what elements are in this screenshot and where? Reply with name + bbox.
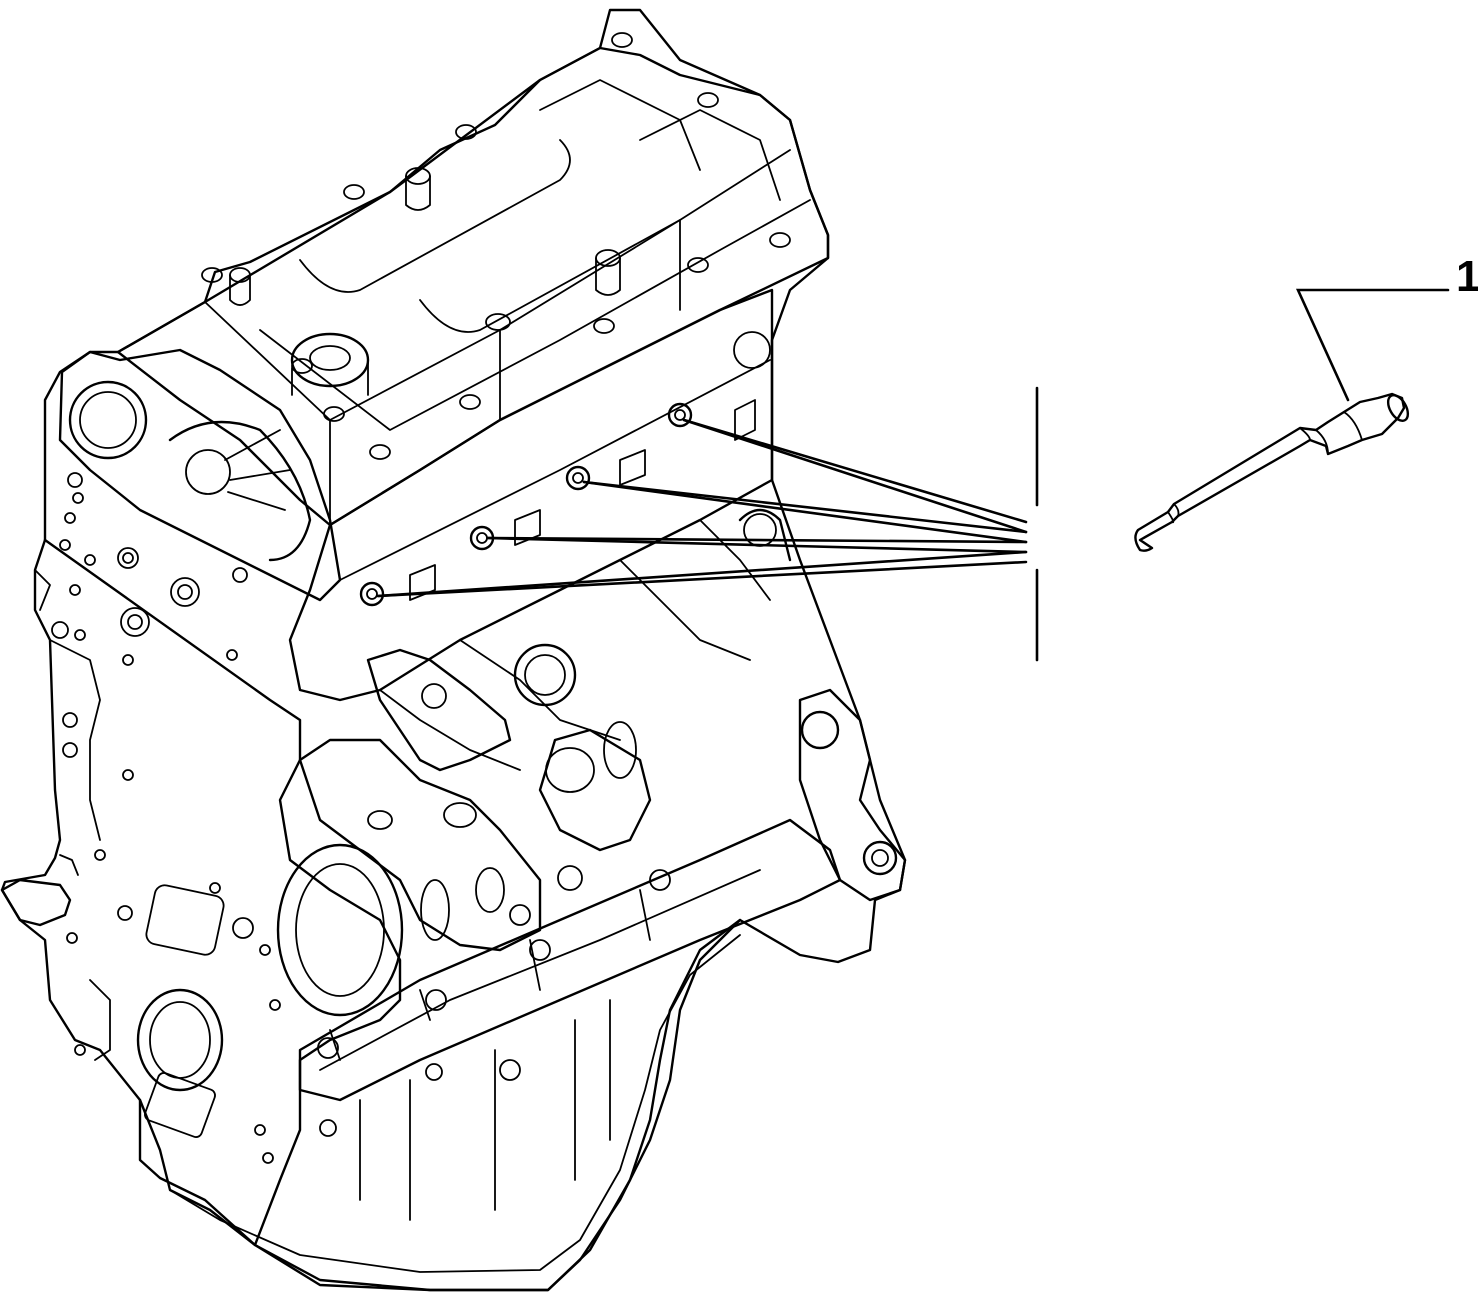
callout-label-1: 1 [1456,252,1478,301]
engine-block-illustration [0,8,907,1292]
block-front-face [43,538,402,1247]
engine-outline [0,8,907,1292]
rear-mount-ear [798,688,907,902]
oil-pan [138,918,742,1292]
callout-leader-lines [376,386,1039,662]
timing-cover [58,348,342,602]
camshaft-pulley-seal [68,380,148,460]
head-side-ports [409,399,756,601]
crankshaft-seal [136,988,224,1092]
front-face-holes [51,472,281,1164]
mount-bracket-left [0,878,72,927]
engine-mount-bracket [366,648,512,772]
front-seal-ring [276,843,404,1017]
glow-plug [1134,288,1450,552]
callout-1-leader [1295,288,1450,402]
bearing-ladder [298,818,842,1102]
injector-bores [359,402,693,607]
cam-cover-bolts [201,32,791,460]
oil-filler-cap [290,332,370,396]
oil-filter-housing [298,738,542,952]
cylinder-head-cover [116,46,830,527]
